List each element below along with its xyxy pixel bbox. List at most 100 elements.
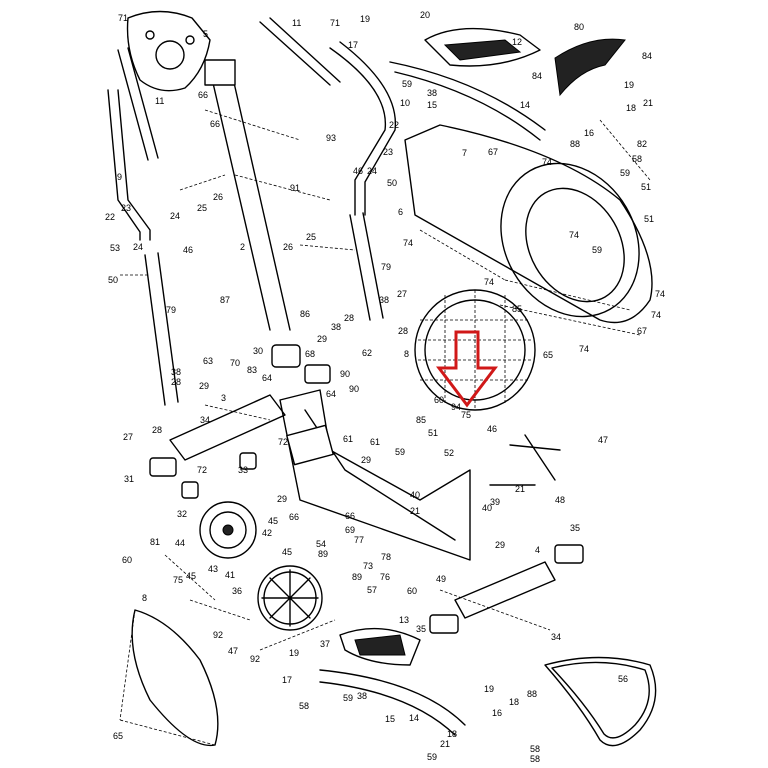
- callout-label: 29: [277, 494, 287, 504]
- callout-label: 29: [361, 455, 371, 465]
- callout-label: 43: [208, 564, 218, 574]
- callout-label: 78: [381, 552, 391, 562]
- frame-tube: [204, 59, 291, 331]
- callout-label: 48: [555, 495, 565, 505]
- callout-label: 4: [535, 545, 540, 555]
- callout-label: 50: [387, 178, 397, 188]
- callout-label: 93: [326, 133, 336, 143]
- callout-label: 5: [203, 29, 208, 39]
- callout-label: 60: [434, 395, 444, 405]
- callout-label: 59: [592, 245, 602, 255]
- callout-label: 19: [360, 14, 370, 24]
- upright-left: [144, 252, 179, 406]
- rear-stabilizer: [429, 544, 584, 634]
- callout-label: 28: [152, 425, 162, 435]
- callout-label: 89: [352, 572, 362, 582]
- callout-label: 38: [171, 367, 181, 377]
- callout-label: 59: [343, 693, 353, 703]
- callout-label: 29: [495, 540, 505, 550]
- callout-label: 66: [345, 511, 355, 521]
- callout-label: 26: [283, 242, 293, 252]
- callout-label: 13: [399, 615, 409, 625]
- callout-label: 74: [579, 344, 589, 354]
- rail-14-bottom: [319, 669, 466, 736]
- upright-right: [349, 212, 384, 321]
- callout-label: 21: [515, 484, 525, 494]
- callout-label: 22: [389, 120, 399, 130]
- pedal-bottom: [339, 627, 421, 666]
- callout-label: 38: [427, 88, 437, 98]
- callout-label: 74: [655, 289, 665, 299]
- callout-label: 37: [320, 639, 330, 649]
- callout-label: 47: [228, 646, 238, 656]
- callout-label: 51: [644, 214, 654, 224]
- callout-label: 63: [203, 356, 213, 366]
- callout-label: 22: [105, 212, 115, 222]
- callout-label: 21: [643, 98, 653, 108]
- callout-label: 38: [379, 295, 389, 305]
- callout-label: 39: [490, 497, 500, 507]
- callout-label: 29: [317, 334, 327, 344]
- callout-label: 86: [300, 309, 310, 319]
- callout-label: 76: [380, 572, 390, 582]
- callout-label: 92: [250, 654, 260, 664]
- callout-label: 66: [289, 512, 299, 522]
- callout-label: 66: [210, 119, 220, 129]
- handlebar-left: [107, 47, 159, 241]
- flywheel-disk: [414, 289, 536, 411]
- callout-label: 68: [305, 349, 315, 359]
- cover-disc: [119, 609, 219, 747]
- drive-belt: [544, 656, 657, 747]
- callout-label: 16: [584, 128, 594, 138]
- callout-label: 74: [484, 277, 494, 287]
- callout-label: 50: [108, 275, 118, 285]
- callout-label: 81: [150, 537, 160, 547]
- pulley-wheel: [257, 565, 323, 631]
- callout-label: 80: [574, 22, 584, 32]
- callout-label: 79: [381, 262, 391, 272]
- callout-label: 24: [170, 211, 180, 221]
- callout-label: 8: [142, 593, 147, 603]
- transport-wheel: [199, 501, 257, 559]
- callout-label: 24: [133, 242, 143, 252]
- callout-label: 20: [420, 10, 430, 20]
- callout-label: 15: [385, 714, 395, 724]
- callout-label: 28: [171, 377, 181, 387]
- callout-label: 67: [637, 326, 647, 336]
- crank-axle: [489, 434, 561, 486]
- callout-label: 38: [357, 691, 367, 701]
- callout-label: 72: [197, 465, 207, 475]
- callout-label: 9: [117, 172, 122, 182]
- callout-label: 74: [569, 230, 579, 240]
- callout-label: 64: [326, 389, 336, 399]
- callout-label: 31: [124, 474, 134, 484]
- callout-label: 91: [290, 183, 300, 193]
- callout-label: 90: [340, 369, 350, 379]
- callout-label: 6: [398, 207, 403, 217]
- callout-label: 60: [407, 586, 417, 596]
- callout-label: 45: [268, 516, 278, 526]
- callout-label: 28: [398, 326, 408, 336]
- callout-label: 64: [262, 373, 272, 383]
- callout-label: 40: [410, 490, 420, 500]
- rear-shroud: [404, 124, 653, 324]
- leader-lines: [120, 109, 651, 651]
- callout-label: 23: [383, 147, 393, 157]
- callout-label: 12: [512, 37, 522, 47]
- callout-label: 38: [331, 322, 341, 332]
- callout-label: 17: [348, 40, 358, 50]
- callout-label: 61: [370, 437, 380, 447]
- callout-label: 88: [570, 139, 580, 149]
- callout-label: 18: [509, 697, 519, 707]
- callout-label: 15: [427, 100, 437, 110]
- callout-label: 71: [118, 13, 128, 23]
- callout-label: 19: [289, 648, 299, 658]
- callout-label: 60: [122, 555, 132, 565]
- callout-label: 11: [155, 96, 164, 106]
- callout-label: 74: [542, 157, 552, 167]
- callout-label: 10: [400, 98, 410, 108]
- callout-label: 25: [197, 203, 207, 213]
- callout-label: 35: [416, 624, 426, 634]
